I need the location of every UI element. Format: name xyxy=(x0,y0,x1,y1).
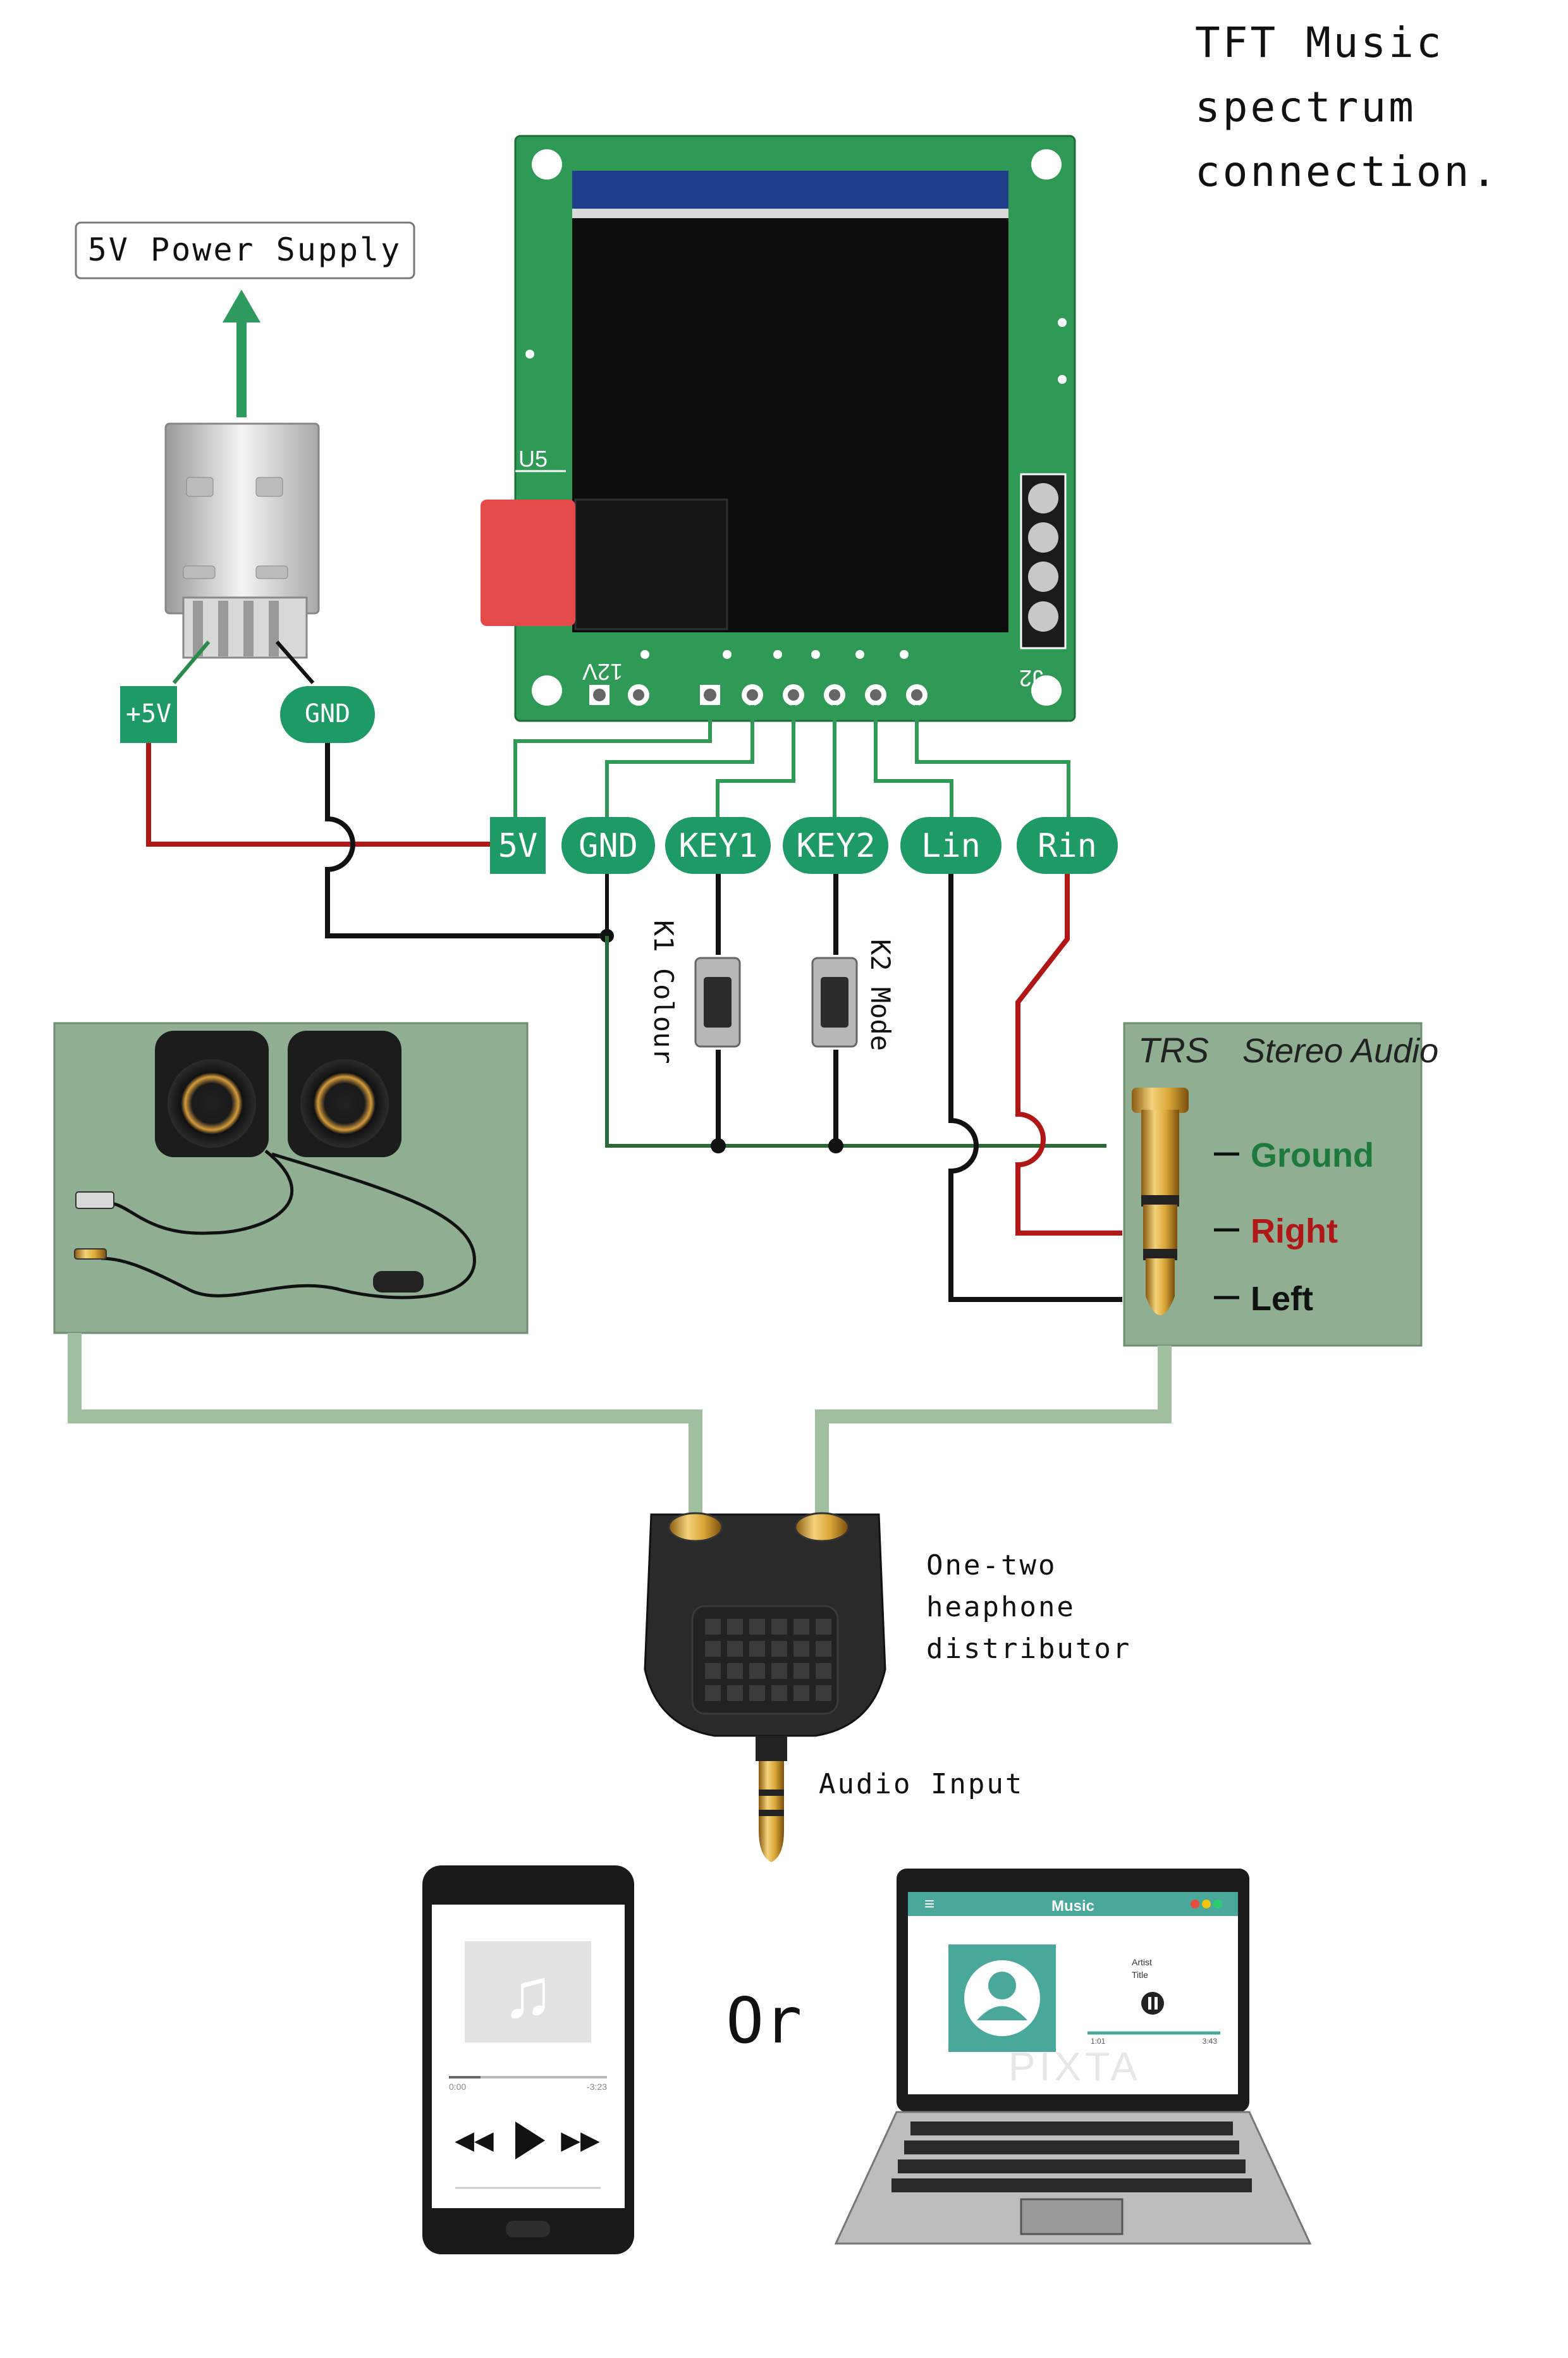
usb-plus5v-label: +5V xyxy=(126,699,171,728)
usb-gnd-label: GND xyxy=(305,699,350,728)
tft-board: U5 J2 12V xyxy=(481,135,1076,722)
title-line-1: TFT Music xyxy=(1195,18,1444,67)
phone-time-start: 0:00 xyxy=(449,2082,466,2092)
pin-tag-key1: KEY1 xyxy=(665,817,771,874)
laptop: ≡ Music Artist Title 1:01 3:43 PIXTA xyxy=(834,1869,1312,2245)
usb-gnd-tag: GND xyxy=(280,686,375,743)
distributor-label-2: heaphone xyxy=(926,1591,1075,1623)
laptop-time-start: 1:01 xyxy=(1091,2037,1106,2046)
button-k1-label: K1 Colour xyxy=(648,920,679,1064)
distributor-label-1: One-two xyxy=(926,1549,1057,1581)
pin-tag-key2: KEY2 xyxy=(783,817,888,874)
wire-usb-gnd xyxy=(275,641,315,684)
trs-title-right: Stereo Audio xyxy=(1242,1032,1438,1070)
hamburger-icon: ≡ xyxy=(924,1894,934,1913)
play-icon xyxy=(515,2122,545,2159)
pin-tags: 5V GND KEY1 KEY2 Lin Rin xyxy=(490,817,1118,874)
laptop-song-title: Title xyxy=(1132,1970,1148,1980)
audio-input-label: Audio Input xyxy=(819,1768,1024,1800)
button-k2 xyxy=(811,957,858,1048)
button-k1 xyxy=(694,957,741,1048)
smartphone: ♫ 0:00 -3:23 ◀◀ ▶▶ xyxy=(422,1865,634,2254)
pin-tag-gnd: GND xyxy=(561,817,655,874)
cable-speakers xyxy=(68,1333,702,1530)
up-arrow-icon xyxy=(223,290,260,417)
phone-album-art xyxy=(465,1941,591,2042)
laptop-touchpad xyxy=(1020,2198,1124,2235)
laptop-app-title: Music xyxy=(1051,1898,1094,1915)
cable-trs xyxy=(815,1346,1172,1530)
speaker-left xyxy=(168,1059,256,1148)
red-connector xyxy=(481,500,575,626)
button-k2-label: K2 Mode xyxy=(865,939,896,1051)
headphone-distributor xyxy=(644,1512,886,1862)
speakers-panel xyxy=(53,1022,529,1334)
trs-title-left: TRS xyxy=(1138,1030,1209,1070)
or-label: Or xyxy=(726,1984,802,2058)
title: TFT Music spectrum connection. xyxy=(1195,18,1499,196)
rewind-icon: ◀◀ xyxy=(455,2127,494,2154)
wire-usb-plus xyxy=(172,641,211,684)
music-note-icon: ♫ xyxy=(502,1955,554,2032)
wire-red-5v xyxy=(146,743,490,847)
watermark: PIXTA xyxy=(1008,2044,1141,2089)
board-pin-header xyxy=(589,684,928,706)
laptop-pause-button xyxy=(1141,1992,1164,2015)
laptop-app-header xyxy=(908,1892,1238,1916)
pin-tag-5v: 5V xyxy=(490,817,546,874)
power-supply-label: 5V Power Supply xyxy=(88,231,402,268)
usb-plug xyxy=(164,422,320,659)
trs-panel: TRS Stereo Audio Ground Right Left xyxy=(1123,1022,1438,1347)
trs-right-label: Right xyxy=(1251,1212,1338,1250)
board-12v-label: 12V xyxy=(582,659,623,685)
pin-label-rin: Rin xyxy=(1038,827,1097,865)
trs-left-label: Left xyxy=(1251,1280,1313,1318)
title-line-3: connection. xyxy=(1195,147,1499,196)
pin-label-lin: Lin xyxy=(921,827,981,865)
phone-time-end: -3:23 xyxy=(587,2082,607,2092)
trs-ground-label: Ground xyxy=(1251,1136,1374,1174)
pin-label-5v: 5V xyxy=(498,827,538,865)
wire-rin xyxy=(1015,874,1122,1236)
usb-plus5v-tag: +5V xyxy=(120,686,177,743)
pin-label-gnd: GND xyxy=(579,827,638,865)
board-j2-label: J2 xyxy=(1019,665,1043,691)
wire-black-gnd xyxy=(325,743,607,938)
trs-plug xyxy=(1132,1088,1189,1315)
wire-lin xyxy=(948,874,1122,1302)
fast-forward-icon: ▶▶ xyxy=(561,2127,600,2154)
pin-tag-rin: Rin xyxy=(1017,817,1118,874)
title-line-2: spectrum xyxy=(1195,83,1416,132)
pin-label-key2: KEY2 xyxy=(796,827,875,865)
board-wires xyxy=(513,705,1070,822)
wire-ground-bus xyxy=(605,936,1106,1148)
laptop-artist: Artist xyxy=(1132,1957,1152,1967)
speaker-right xyxy=(300,1059,389,1148)
power-supply-box: 5V Power Supply xyxy=(75,221,415,279)
laptop-time-end: 3:43 xyxy=(1203,2037,1218,2046)
pin-tag-lin: Lin xyxy=(900,817,1001,874)
board-u5-label: U5 xyxy=(518,446,548,472)
pin-label-key1: KEY1 xyxy=(678,827,757,865)
distributor-label-3: distributor xyxy=(926,1633,1131,1665)
